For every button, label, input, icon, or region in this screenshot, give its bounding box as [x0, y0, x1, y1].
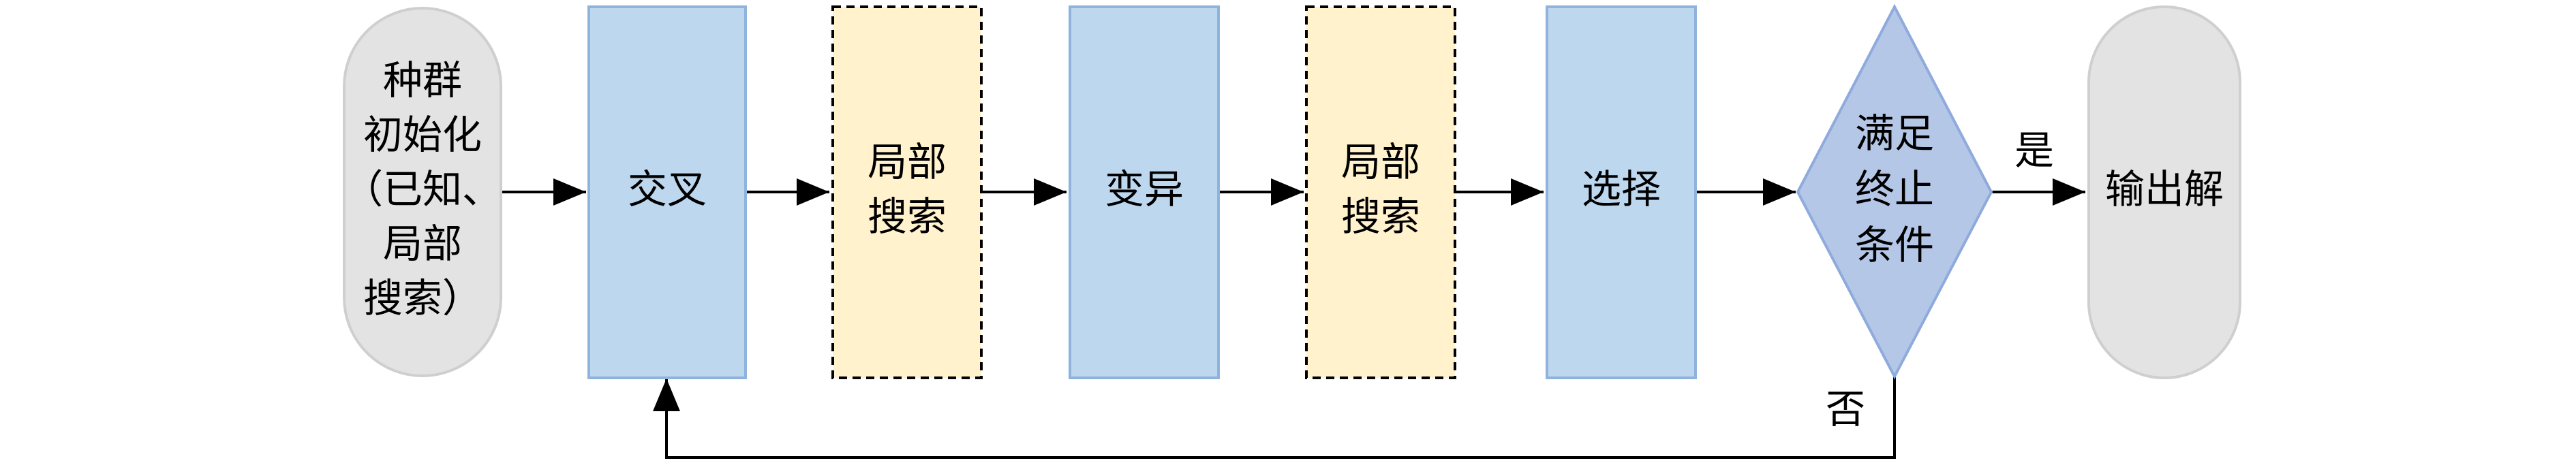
- termination-label-line-3: 条件: [1855, 222, 1934, 268]
- init-label-line-5: 搜索）: [363, 275, 482, 321]
- local-search-1-label-line-2: 搜索: [868, 193, 947, 240]
- termination-label-line-1: 满足: [1855, 110, 1934, 157]
- output-node: [2087, 5, 2241, 379]
- termination-label-line-2: 终止: [1855, 166, 1934, 212]
- local-search-2-node: [1305, 5, 1456, 379]
- edges: [501, 178, 2085, 459]
- local-search-2-label-line-1: 局部: [1341, 139, 1420, 185]
- mutation-node: [1069, 5, 1220, 379]
- crossover-node: [587, 5, 747, 379]
- init-label-line-2: 初始化: [363, 112, 482, 158]
- edge-labels: 是 否: [1826, 127, 2054, 432]
- selection-node: [1546, 5, 1697, 379]
- init-label-line-1: 种群: [383, 57, 462, 103]
- yes-label: 是: [2014, 127, 2054, 174]
- crossover-label: 交叉: [628, 166, 707, 212]
- init-node: [343, 7, 502, 377]
- local-search-2-label-line-2: 搜索: [1341, 193, 1420, 240]
- node-labels: 种群 初始化 （已知、 局部 搜索） 交叉 局部 搜索 变异 局部 搜索 选择 …: [343, 57, 2224, 321]
- selection-label: 选择: [1582, 166, 1661, 212]
- nodes: [343, 3, 2241, 380]
- output-label: 输出解: [2105, 166, 2224, 212]
- local-search-1-node: [831, 5, 983, 379]
- mutation-label: 变异: [1105, 166, 1184, 212]
- local-search-1-label-line-1: 局部: [868, 139, 947, 185]
- termination-decision-node: [1796, 3, 1993, 380]
- edge-termination-to-crossover-no: [653, 376, 1896, 459]
- init-label-line-3: （已知、: [343, 166, 502, 212]
- init-label-line-4: 局部: [383, 221, 462, 267]
- no-label: 否: [1826, 386, 1865, 432]
